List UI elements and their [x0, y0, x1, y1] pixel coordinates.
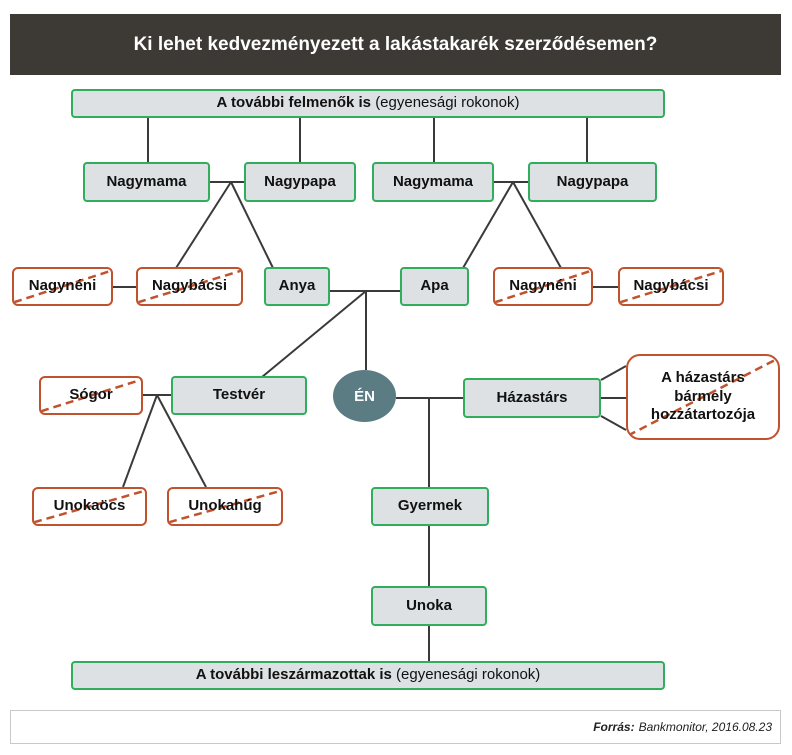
ancestors-banner: A további felmenők is (egyenesági rokono… — [71, 89, 665, 118]
node-nagyneni-left-excluded: Nagynéni — [12, 267, 113, 306]
node-apa: Apa — [400, 267, 469, 306]
descendants-banner: A további leszármazottak is (egyenesági … — [71, 661, 665, 690]
ancestors-banner-bold: A további felmenők is — [216, 94, 372, 112]
node-sogor-excluded: Sógor — [39, 376, 143, 415]
excluded-slash-icon — [169, 489, 281, 524]
node-unokaocs-excluded: Unokaöcs — [32, 487, 147, 526]
source-text: Bankmonitor, 2016.08.23 — [638, 720, 772, 734]
excluded-slash-icon — [41, 378, 141, 413]
node-nagybacsi-left-excluded: Nagybácsi — [136, 267, 243, 306]
node-gyermek: Gyermek — [371, 487, 489, 526]
connector-to-nagybacsi-left — [175, 181, 232, 269]
excluded-slash-icon — [495, 269, 591, 304]
node-testver: Testvér — [171, 376, 307, 415]
connector-to-unokahug — [156, 394, 207, 488]
connector-to-unokaocs — [122, 394, 158, 488]
connector-to-nagyneni-right — [512, 181, 562, 269]
connector-hazastars-relative-1 — [600, 365, 627, 381]
diagram-title: Ki lehet kedvezményezett a lakástakarék … — [10, 14, 781, 75]
excluded-slash-icon — [34, 489, 145, 524]
excluded-slash-icon — [138, 269, 241, 304]
node-unoka: Unoka — [371, 586, 487, 626]
node-anya: Anya — [264, 267, 330, 306]
node-nagymama-right: Nagymama — [372, 162, 494, 202]
connector-to-anya — [230, 181, 274, 269]
connector-to-apa — [462, 181, 514, 269]
diagram-title-text: Ki lehet kedvezményezett a lakástakarék … — [133, 33, 658, 55]
node-unokahug-excluded: Unokahúg — [167, 487, 283, 526]
node-nagyneni-right-excluded: Nagynéni — [493, 267, 593, 306]
connector-hazastars-relative-3 — [600, 415, 627, 431]
descendants-banner-bold: A további leszármazottak is — [195, 666, 392, 684]
source-label: Forrás: — [593, 720, 635, 734]
source-citation: Forrás: Bankmonitor, 2016.08.23 — [10, 710, 781, 744]
descendants-banner-note: (egyenesági rokonok) — [396, 666, 541, 684]
excluded-slash-icon — [14, 269, 111, 304]
node-en: ÉN — [333, 370, 396, 422]
node-nagypapa-right: Nagypapa — [528, 162, 657, 202]
ancestors-banner-note: (egyenesági rokonok) — [375, 94, 520, 112]
connector-to-testver — [261, 290, 367, 378]
excluded-slash-icon — [628, 356, 778, 438]
excluded-slash-icon — [620, 269, 722, 304]
node-nagymama-left: Nagymama — [83, 162, 210, 202]
node-nagypapa-left: Nagypapa — [244, 162, 356, 202]
node-hazastars: Házastárs — [463, 378, 601, 418]
node-nagybacsi-right-excluded: Nagybácsi — [618, 267, 724, 306]
node-hazastars-relative-excluded: A házastárs bármely hozzátartozója — [626, 354, 780, 440]
